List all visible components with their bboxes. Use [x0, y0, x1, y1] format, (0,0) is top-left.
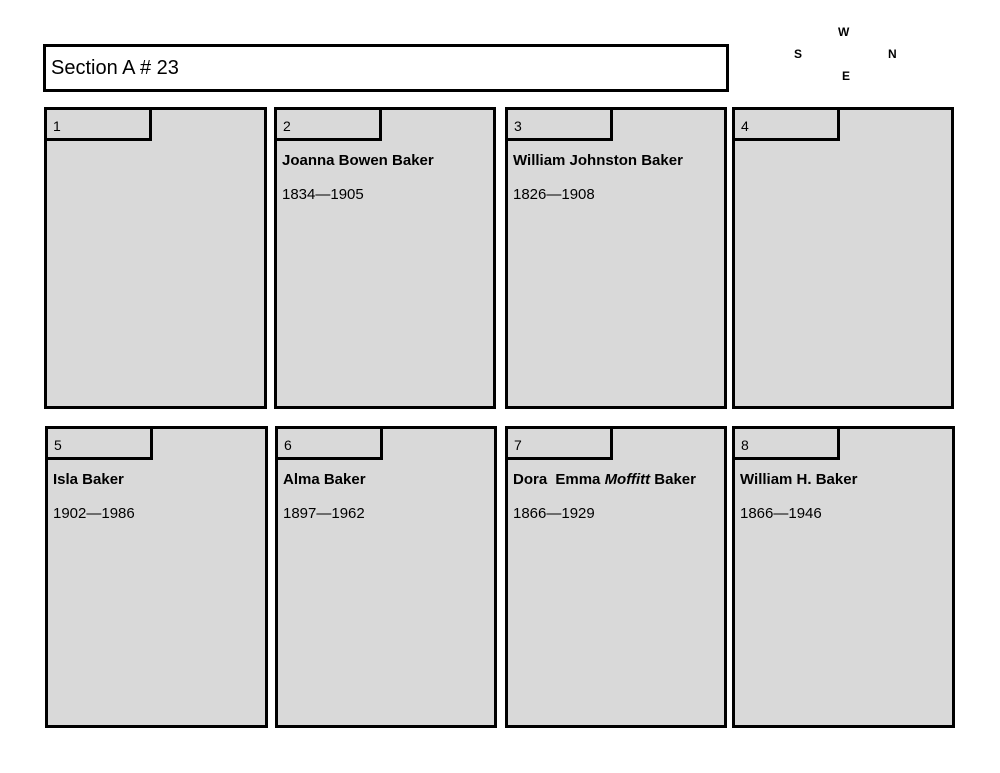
- plot-number-tab: 6: [275, 426, 383, 460]
- plot-name-maiden: Moffitt: [604, 471, 651, 488]
- plot-name-first: Dora: [513, 471, 548, 488]
- plot-number: 8: [741, 437, 749, 453]
- plot-dates: 1866—1946: [740, 505, 822, 522]
- plot-1: 1: [44, 107, 267, 409]
- plot-number: 2: [283, 118, 291, 134]
- plot-dates: 1866—1929: [513, 505, 595, 522]
- plot-number-tab: 7: [505, 426, 613, 460]
- compass-left-label: S: [794, 47, 803, 61]
- plot-dates: 1826—1908: [513, 186, 595, 203]
- plot-number-tab: 1: [44, 107, 152, 141]
- compass-bottom-label: E: [842, 69, 851, 83]
- plot-number-tab: 5: [45, 426, 153, 460]
- plot-number-tab: 3: [505, 107, 613, 141]
- plot-number: 5: [54, 437, 62, 453]
- plot-3: 3 William Johnston Baker 1826—1908: [505, 107, 727, 409]
- plot-8: 8 William H. Baker 1866—1946: [732, 426, 955, 728]
- plot-number: 4: [741, 118, 749, 134]
- plot-number-tab: 2: [274, 107, 382, 141]
- plot-dates: 1834—1905: [282, 186, 364, 203]
- plot-name: Dora Emma Moffitt Baker: [513, 471, 696, 489]
- plot-dates: 1902—1986: [53, 505, 135, 522]
- section-title-box: Section A # 23: [43, 44, 729, 92]
- plot-name: William Johnston Baker: [513, 152, 683, 169]
- plot-number: 7: [514, 437, 522, 453]
- plot-number-tab: 4: [732, 107, 840, 141]
- plot-2: 2 Joanna Bowen Baker 1834—1905: [274, 107, 496, 409]
- plot-name: William H. Baker: [740, 471, 858, 488]
- compass-top-label: W: [838, 25, 850, 39]
- plot-name-middle: Emma: [555, 471, 601, 488]
- plot-7: 7 Dora Emma Moffitt Baker 1866—1929: [505, 426, 727, 728]
- plot-name-last: Baker: [654, 471, 696, 488]
- compass-right-label: N: [888, 47, 897, 61]
- plot-name: Isla Baker: [53, 471, 124, 488]
- section-title: Section A # 23: [51, 57, 179, 79]
- plot-number-tab: 8: [732, 426, 840, 460]
- plot-dates: 1897—1962: [283, 505, 365, 522]
- plot-5: 5 Isla Baker 1902—1986: [45, 426, 268, 728]
- plot-name: Joanna Bowen Baker: [282, 152, 434, 169]
- plot-4: 4: [732, 107, 954, 409]
- plot-number: 6: [284, 437, 292, 453]
- plot-number: 3: [514, 118, 522, 134]
- plot-name: Alma Baker: [283, 471, 366, 488]
- plot-6: 6 Alma Baker 1897—1962: [275, 426, 497, 728]
- plot-number: 1: [53, 118, 61, 134]
